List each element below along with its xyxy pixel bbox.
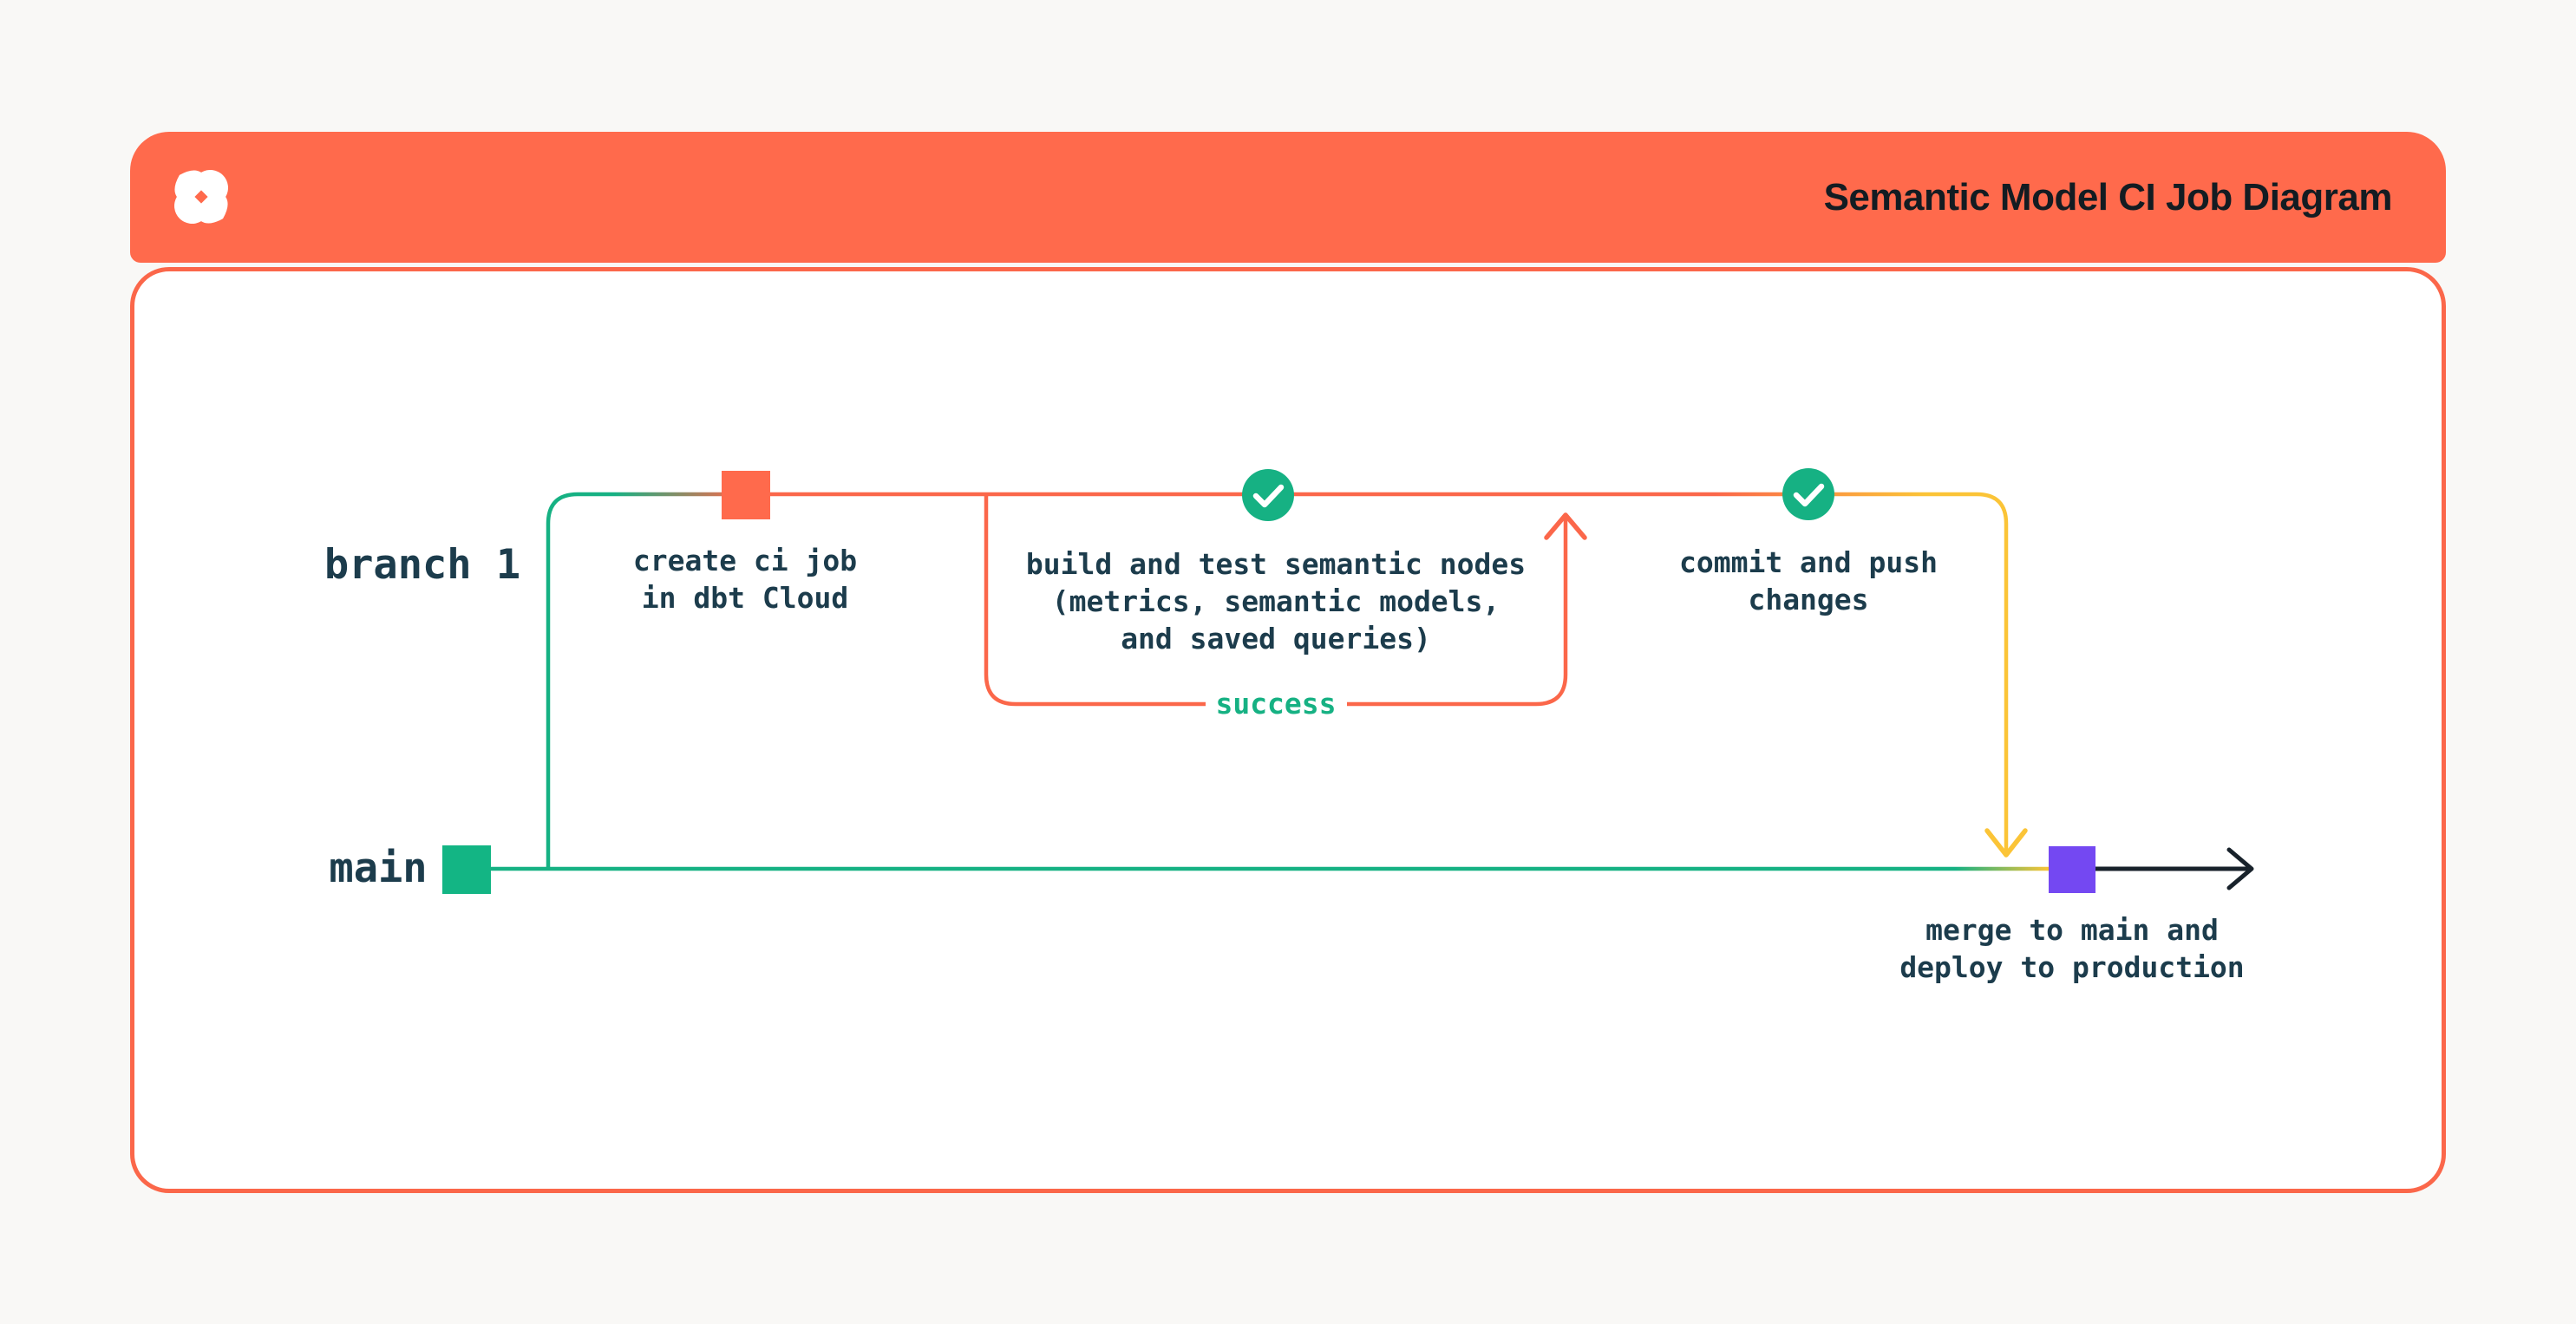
card-header: Semantic Model CI Job Diagram bbox=[130, 132, 2446, 263]
build-test-label: build and test semantic nodes (metrics, … bbox=[1025, 547, 1527, 655]
dbt-logo-icon bbox=[174, 170, 228, 224]
create-ci-job-label: create ci job in dbt Cloud bbox=[632, 544, 858, 615]
commit-push-label: commit and push changes bbox=[1678, 545, 1938, 616]
main-label: main bbox=[329, 845, 428, 892]
merge-deploy-label: merge to main and deploy to production bbox=[1899, 913, 2245, 984]
diagram-card-body bbox=[130, 267, 2446, 1193]
success-loop-label: success bbox=[1215, 687, 1337, 721]
page-title: Semantic Model CI Job Diagram bbox=[1823, 175, 2393, 218]
branch1-label: branch 1 bbox=[324, 541, 521, 589]
